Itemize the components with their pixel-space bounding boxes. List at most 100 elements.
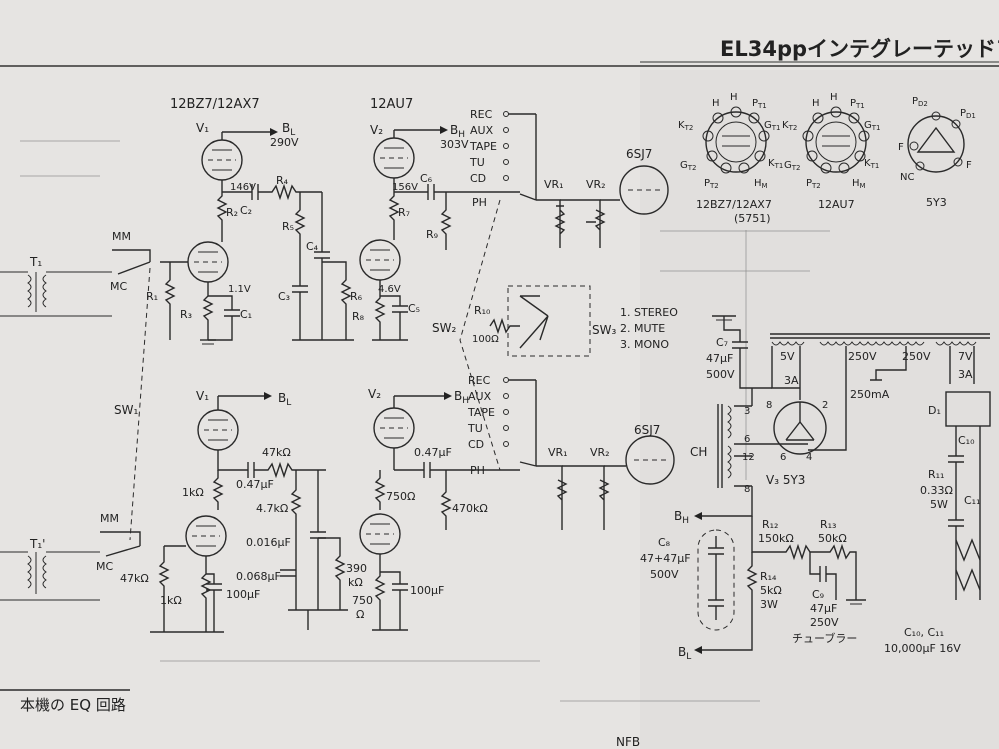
c0016 (310, 470, 326, 610)
c4-label: C₄ (306, 240, 319, 253)
v3-pin-8: 8 (766, 400, 772, 411)
r8-resistor (374, 280, 386, 340)
c2-label: C₂ (240, 204, 252, 217)
input-selector-bottom: REC AUX TAPE TU CD PH (467, 374, 537, 477)
c6-label: C₆ (420, 172, 433, 185)
r5-c3 (292, 192, 308, 340)
c10-c11 (948, 426, 964, 600)
pin12-h1: H (712, 98, 720, 109)
vr1-bottom-label: VR₁ (548, 446, 568, 459)
pin12-pt2: PT2 (704, 178, 719, 190)
r10-value: 100Ω (472, 334, 499, 345)
c047-v2-label: 0.47μF (414, 446, 452, 459)
v2-lower-voltage: 4.6V (378, 284, 401, 295)
c8-outline (697, 529, 735, 631)
bl-rail-top: BL (282, 121, 295, 138)
sw3-option-stereo: 1. STEREO (620, 306, 678, 319)
sw3-option-mute: 2. MUTE (620, 322, 665, 335)
r9-resistor (440, 192, 452, 250)
c10-c11-value: 10,000μF 16V (884, 642, 961, 655)
sw2-link (459, 199, 501, 471)
r2-label: R₂ (226, 206, 238, 219)
v3-pin-4: 4 (806, 452, 812, 463)
r390k-unit: kΩ (348, 576, 363, 589)
pinout-5y3 (907, 111, 965, 173)
r47k-label: 47kΩ (262, 446, 291, 459)
d1-label: D₁ (928, 404, 941, 417)
sw1-label: SW₁ (114, 403, 138, 417)
r47k2-label: 4.7kΩ (256, 502, 288, 515)
mc-label-top: MC (110, 280, 127, 293)
sw3-options: 1. STEREO 2. MUTE 3. MONO (620, 306, 678, 351)
c11-label: C₁₁ (964, 494, 981, 507)
r47k-grid-label: 47kΩ (120, 572, 149, 585)
mc-label-bottom: MC (96, 560, 113, 573)
r14-resistor (700, 552, 758, 651)
pinout-12bz7-name: 12BZ7/12AX7 (696, 198, 772, 211)
r470k-label: 470kΩ (452, 502, 488, 515)
pin5y3-pd2: PD2 (912, 96, 928, 108)
sw3-option-mono: 3. MONO (620, 338, 669, 351)
bl-out-label: BL (678, 645, 691, 662)
c9-capacitor (809, 552, 837, 600)
bl-voltage: 290V (270, 136, 299, 149)
v2-top-triode (373, 126, 448, 179)
v2-type-label: 12AU7 (370, 97, 413, 112)
5v-leads (771, 346, 801, 400)
c0068 (280, 569, 296, 577)
show-through (20, 140, 830, 702)
v2-label-bottom: V₂ (368, 387, 381, 401)
bh-voltage: 303V (440, 138, 469, 151)
r12-label: R₁₂ (762, 518, 778, 531)
r470k (440, 470, 452, 530)
input-tape-bottom: TAPE (467, 406, 495, 419)
r1-label: R₁ (146, 290, 158, 303)
r11-watt: 5W (930, 498, 948, 511)
pinout-12bz7 (702, 106, 770, 174)
r750-label: 750 (352, 594, 373, 607)
bottom-fragment: NFB (616, 735, 640, 749)
pinout-12au7 (802, 106, 870, 174)
c5-label: C₅ (408, 302, 420, 315)
input-tu-bottom: TU (467, 422, 483, 435)
tap-250v-a: 250V (848, 350, 877, 363)
r3-resistor (202, 282, 214, 340)
c4-capacitor (314, 192, 330, 340)
r750-cathode (374, 554, 386, 630)
tap-250v-b: 250V (902, 350, 931, 363)
v2-cathode-voltage: 156V (392, 182, 418, 193)
r8-label: R₈ (352, 310, 365, 323)
mm-label-top: MM (112, 230, 131, 243)
c6-capacitor (394, 184, 520, 200)
v1-type-label: 12BZ7/12AX7 (170, 97, 260, 112)
r14-value: 5kΩ (760, 584, 782, 597)
c8-label: C₈ (658, 536, 671, 549)
pinau-hm: HM (852, 178, 866, 190)
input-selector-top: REC AUX TAPE TU CD PH (469, 108, 537, 209)
c100-v2 (380, 571, 408, 630)
pinau-pt1: PT1 (850, 98, 865, 110)
ch-pin-3: 3 (744, 406, 750, 417)
v1-label-bottom: V₁ (196, 389, 209, 403)
pinau-gt2: GT2 (784, 160, 800, 172)
r1-resistor (160, 261, 188, 340)
c7-capacitor (723, 316, 772, 389)
pin12-gt1: GT1 (764, 120, 780, 132)
pin12-h2: H (730, 92, 738, 103)
input-ph-bottom: PH (470, 464, 485, 477)
r2-resistor (216, 180, 228, 242)
c047-v2 (393, 448, 520, 478)
r11-value: 0.33Ω (920, 484, 953, 497)
c1-label: C₁ (240, 308, 252, 321)
ch-pin-6: 6 (744, 434, 750, 445)
c5-capacitor (380, 295, 408, 340)
choke (717, 388, 753, 488)
pin5y3-f1: F (898, 142, 904, 153)
r3-label: R₃ (180, 308, 192, 321)
pinout-5y3-name: 5Y3 (926, 196, 947, 209)
sw1-link (129, 267, 151, 541)
pinau-kt2: KT2 (782, 120, 797, 132)
input-tape-top: TAPE (469, 140, 497, 153)
pinau-gt1: GT1 (864, 120, 880, 132)
